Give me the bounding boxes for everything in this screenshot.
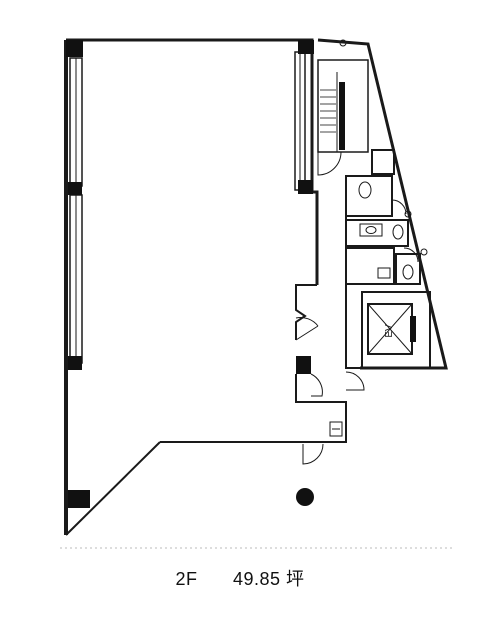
toilet-room-2 [345,247,395,285]
floor-label: 2F [175,569,198,589]
core-vent-2 [404,210,412,218]
corridor-lower-wall [295,374,347,443]
elevator-cross-2 [367,303,413,355]
stair-treads [320,89,336,133]
core-vent-1 [339,39,347,47]
toilet-room-3 [395,253,421,285]
toilet-1-door-swing [391,199,407,215]
staircase [317,59,369,153]
office-outer-wall [66,38,319,285]
elevator-hall-wall [361,291,431,369]
floor-caption: 2F 49.85 坪 [0,565,480,591]
column-top-left [66,40,83,57]
sink-basin [365,226,377,234]
elevator-door [410,316,416,342]
sink-counter [359,223,383,237]
pipe-shaft [371,149,395,175]
column-corridor [296,356,311,374]
stair-door-swing [317,151,342,176]
corridor-left-wall [295,284,317,340]
office-door-swing-upper [295,317,319,341]
toilet-fixture-3 [402,264,414,280]
toilet-fixture-1 [358,181,372,199]
elevator-label: EV [384,324,395,338]
urinal [377,267,391,279]
exterior-column-marker [296,488,314,506]
office-diagonal-wall [65,441,161,536]
toilet-2-door-swing [403,247,419,263]
office-door-swing-lower [310,373,323,397]
floor-plan: EV [60,38,455,549]
corridor-right-wall [345,176,360,369]
column-right-mid [298,180,313,194]
column-left-mid [68,182,82,195]
corridor-fixture [329,421,343,437]
column-left-low [68,356,82,370]
column-top-right [298,40,314,54]
stair-landing-rail [339,82,345,150]
area-label: 49.85 坪 [232,569,305,589]
exterior-door-swing [302,443,324,465]
core-vent-3 [420,248,428,256]
toilet-fixture-2 [392,224,404,240]
column-bottom-left [68,490,90,508]
entrance-door-swing [345,371,365,391]
